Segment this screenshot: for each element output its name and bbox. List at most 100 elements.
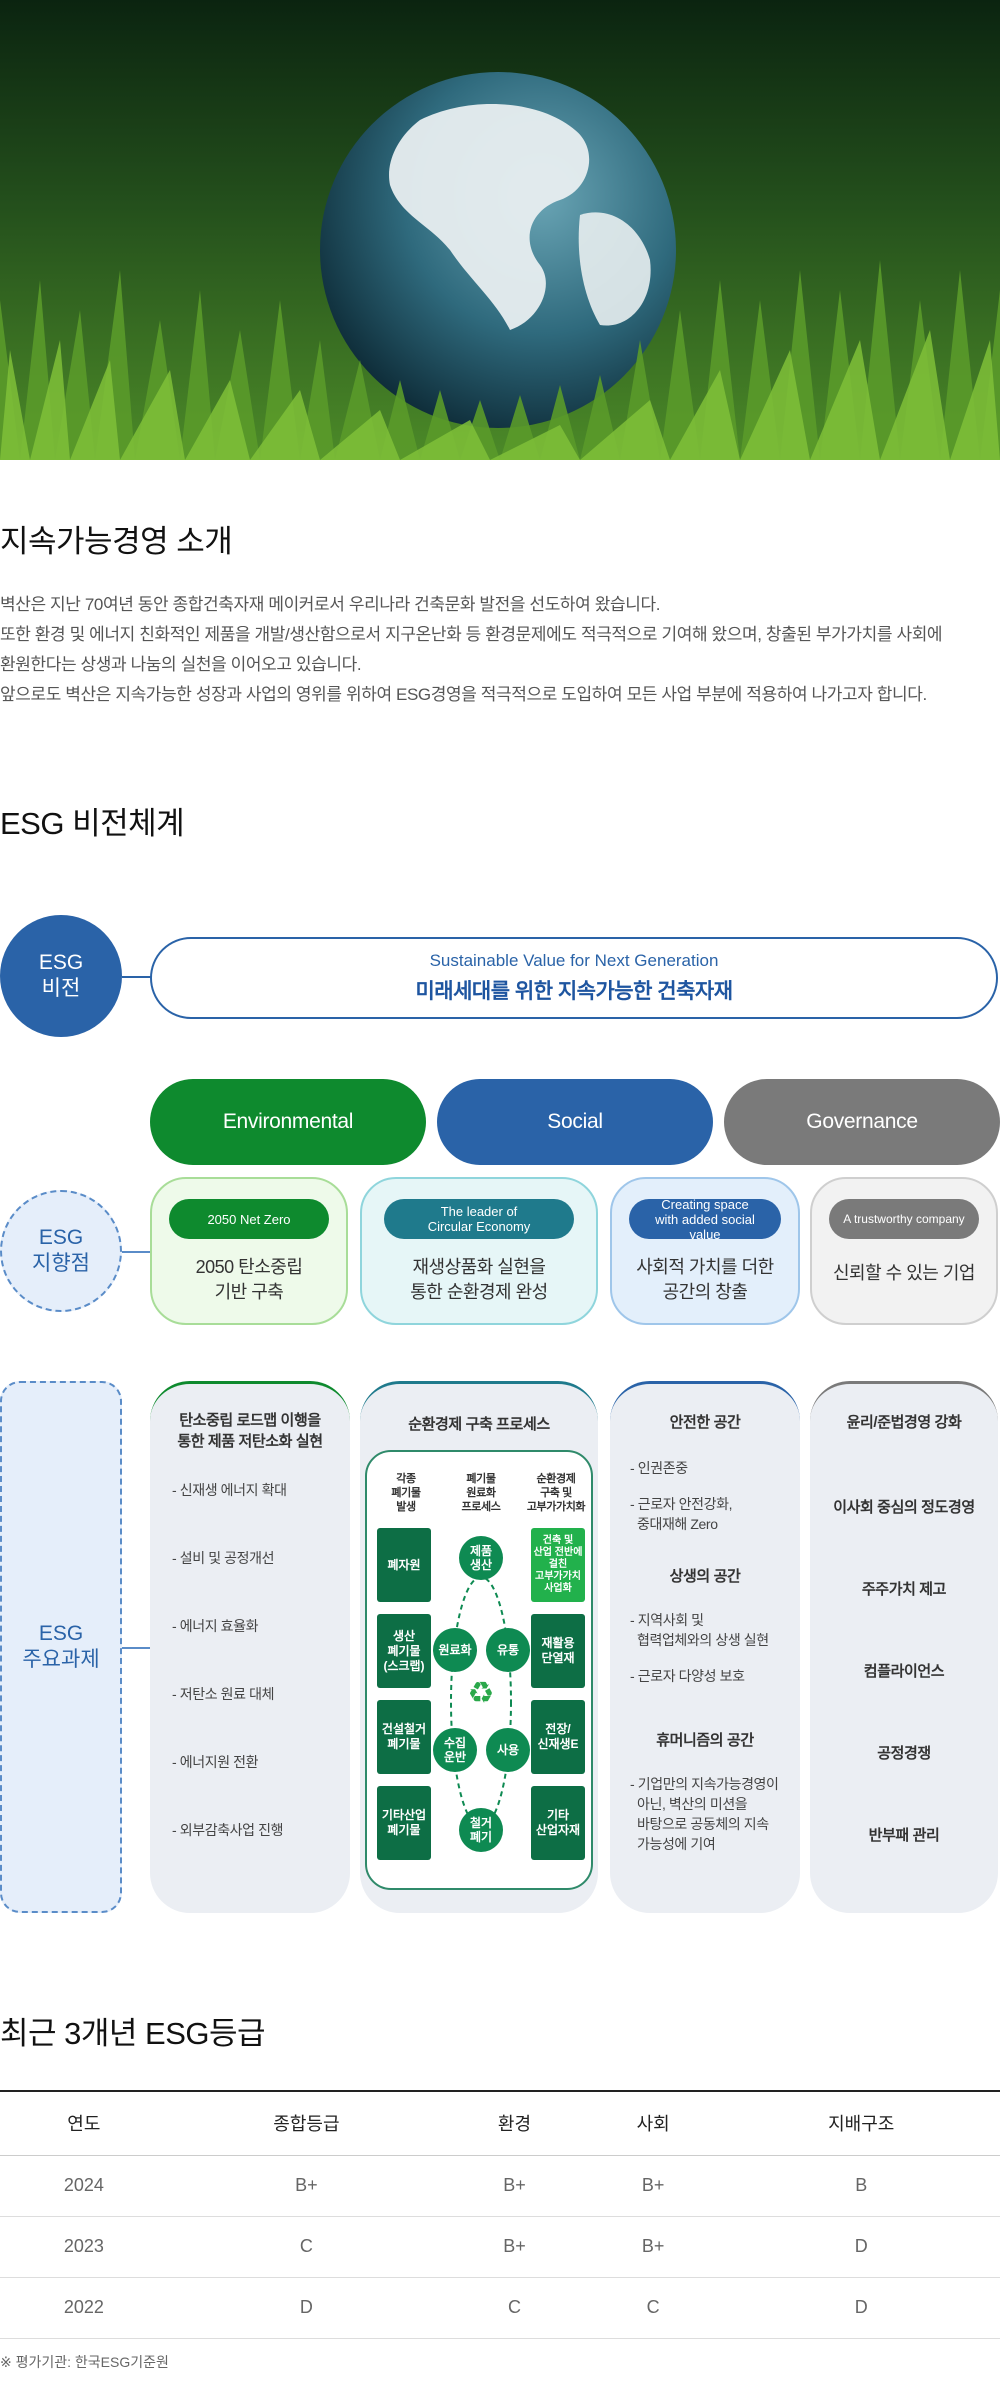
- direction-card-gov: A trustworthy company 신뢰할 수 있는 기업: [810, 1177, 998, 1325]
- table-cell: C: [167, 2216, 446, 2278]
- table-row: 2024 B+ B+ B+ B: [0, 2155, 1000, 2217]
- task-item: - 인권존중: [630, 1460, 688, 1476]
- column-header: 사회: [583, 2090, 723, 2156]
- vision-section-title: ESG 비전체계: [0, 806, 185, 841]
- vision-circle: ESG 비전: [0, 915, 122, 1037]
- process-output-box: 기타 산업자재: [531, 1786, 585, 1860]
- process-header: 각종 폐기물 발생: [391, 1473, 421, 1513]
- task-label: ESG 주요과제: [22, 1622, 100, 1671]
- process-source-box: 건설철거 폐기물: [377, 1700, 431, 1774]
- task-title: 상생의 공간: [669, 1568, 741, 1585]
- task-item: - 근로자 다양성 보호: [630, 1668, 745, 1684]
- task-column-env: 탄소중립 로드맵 이행을 통한 제품 저탄소화 실현 - 신재생 에너지 확대 …: [150, 1381, 350, 1913]
- gov-item: 공정경쟁: [877, 1745, 931, 1762]
- hero-image-globe-in-grass: [0, 0, 1000, 460]
- vision-korean: 미래세대를 위한 지속가능한 건축자재: [415, 980, 733, 1003]
- evaluation-note: ※ 평가기관: 한국ESG기준원: [0, 2354, 169, 2370]
- direction-badge: The leader of Circular Economy: [384, 1199, 574, 1239]
- intro-paragraph: 또한 환경 및 에너지 친화적인 제품을 개발/생산함으로서 지구온난화 등 환…: [0, 625, 943, 644]
- process-header: 순환경제 구축 및 고부가가치화: [526, 1473, 586, 1513]
- grade-table: 연도 종합등급 환경 사회 지배구조 2024 B+ B+ B+ B 2023 …: [0, 2090, 1000, 2339]
- category-social: Social: [437, 1079, 713, 1165]
- process-step-circle: 수집 운반: [433, 1728, 477, 1772]
- process-source-box: 기타산업 폐기물: [377, 1786, 431, 1860]
- vision-statement: Sustainable Value for Next Generation 미래…: [150, 937, 998, 1019]
- process-output-box: 재활용 단열재: [531, 1614, 585, 1688]
- direction-card-social: Creating space with added social value 사…: [610, 1177, 800, 1325]
- task-title: 안전한 공간: [669, 1414, 741, 1431]
- process-header: 폐기물 원료화 프로세스: [461, 1473, 501, 1513]
- direction-text: 재생상품화 실현을 통한 순환경제 완성: [410, 1257, 548, 1302]
- process-source-box: 생산 폐기물 (스크랩): [377, 1614, 431, 1688]
- task-item: - 지역사회 및 협력업체와의 상생 실현: [630, 1612, 769, 1648]
- table-row: 2022 D C C D: [0, 2277, 1000, 2339]
- task-title: 순환경제 구축 프로세스: [408, 1416, 550, 1433]
- table-cell: B: [722, 2155, 1000, 2217]
- table-cell: B+: [445, 2216, 584, 2278]
- table-cell: B+: [583, 2155, 723, 2217]
- intro-paragraph: 앞으로도 벽산은 지속가능한 성장과 사업의 영위를 위하여 ESG경영을 적극…: [0, 685, 927, 704]
- intro-paragraph: 벽산은 지난 70여년 동안 종합건축자재 메이커로서 우리나라 건축문화 발전…: [0, 595, 661, 614]
- intro-paragraph: 환원한다는 상생과 나눔의 실천을 이어오고 있습니다.: [0, 655, 362, 674]
- gov-item: 반부패 관리: [868, 1827, 940, 1844]
- table-cell: C: [445, 2277, 584, 2339]
- category-environmental: Environmental: [150, 1079, 426, 1165]
- column-header: 연도: [0, 2090, 168, 2156]
- table-cell: 2023: [0, 2216, 168, 2278]
- table-cell: B+: [445, 2155, 584, 2217]
- process-step-circle: 원료화: [433, 1628, 477, 1672]
- task-item: - 외부감축사업 진행: [172, 1822, 284, 1838]
- vision-label: ESG 비전: [38, 951, 84, 1000]
- direction-badge: 2050 Net Zero: [169, 1199, 329, 1239]
- intro-title: 지속가능경영 소개: [0, 524, 233, 559]
- circular-process-diagram: 각종 폐기물 발생 폐기물 원료화 프로세스 순환경제 구축 및 고부가가치화 …: [365, 1450, 593, 1890]
- hero-illustration: [0, 0, 1000, 460]
- table-cell: B+: [167, 2155, 446, 2217]
- task-item: - 근로자 안전강화, 중대재해 Zero: [630, 1496, 733, 1532]
- table-row: 2023 C B+ B+ D: [0, 2216, 1000, 2278]
- gov-item: 컴플라이언스: [863, 1663, 945, 1680]
- table-cell: D: [722, 2216, 1000, 2278]
- direction-text: 사회적 가치를 더한 공간의 창출: [636, 1257, 774, 1302]
- table-cell: D: [167, 2277, 446, 2339]
- vision-english: Sustainable Value for Next Generation: [429, 951, 719, 970]
- table-cell: 2022: [0, 2277, 168, 2339]
- direction-text: 신뢰할 수 있는 기업: [833, 1263, 975, 1283]
- task-title: 탄소중립 로드맵 이행을 통한 제품 저탄소화 실현: [177, 1412, 323, 1450]
- task-item: - 에너지 효율화: [172, 1618, 259, 1634]
- task-column-social: 안전한 공간 - 인권존중 - 근로자 안전강화, 중대재해 Zero 상생의 …: [610, 1381, 800, 1913]
- table-cell: C: [583, 2277, 723, 2339]
- column-header: 지배구조: [722, 2090, 1000, 2156]
- direction-badge: Creating space with added social value: [629, 1197, 781, 1242]
- table-cell: 2024: [0, 2155, 168, 2217]
- intro-text: 벽산은 지난 70여년 동안 종합건축자재 메이커로서 우리나라 건축문화 발전…: [0, 590, 1000, 710]
- task-item: - 신재생 에너지 확대: [172, 1482, 287, 1498]
- table-cell: B+: [583, 2216, 723, 2278]
- task-item: - 기업만의 지속가능경영이 아닌, 벽산의 미션을 바탕으로 공동체의 지속 …: [630, 1776, 779, 1852]
- direction-badge: A trustworthy company: [829, 1199, 979, 1239]
- column-header: 환경: [445, 2090, 584, 2156]
- gov-item: 주주가치 제고: [861, 1581, 947, 1598]
- connector-line: [122, 1251, 152, 1253]
- direction-circle: ESG 지향점: [0, 1190, 122, 1312]
- recycle-icon: ♻: [467, 1677, 495, 1710]
- column-header: 종합등급: [167, 2090, 446, 2156]
- process-output-box: 건축 및 산업 전반에 걸친 고부가가치 사업화: [531, 1528, 585, 1602]
- task-title: 휴머니즘의 공간: [656, 1732, 754, 1749]
- direction-text: 2050 탄소중립 기반 구축: [195, 1257, 303, 1302]
- table-header-row: 연도 종합등급 환경 사회 지배구조: [0, 2090, 1000, 2156]
- connector-line: [122, 976, 152, 978]
- task-item: - 저탄소 원료 대체: [172, 1686, 275, 1702]
- category-governance: Governance: [724, 1079, 1000, 1165]
- process-source-box: 폐자원: [377, 1528, 431, 1602]
- process-step-circle: 사용: [486, 1728, 530, 1772]
- process-step-circle: 유통: [486, 1628, 530, 1672]
- direction-label: ESG 지향점: [32, 1226, 90, 1275]
- task-item: - 설비 및 공정개선: [172, 1550, 275, 1566]
- task-item: - 에너지원 전환: [172, 1754, 259, 1770]
- process-step-circle: 철거 폐기: [459, 1808, 503, 1852]
- task-label-box: ESG 주요과제: [0, 1381, 122, 1913]
- direction-card-env: 2050 Net Zero 2050 탄소중립 기반 구축: [150, 1177, 348, 1325]
- task-title: 윤리/준법경영 강화: [846, 1414, 962, 1431]
- grade-section-title: 최근 3개년 ESG등급: [0, 2016, 266, 2051]
